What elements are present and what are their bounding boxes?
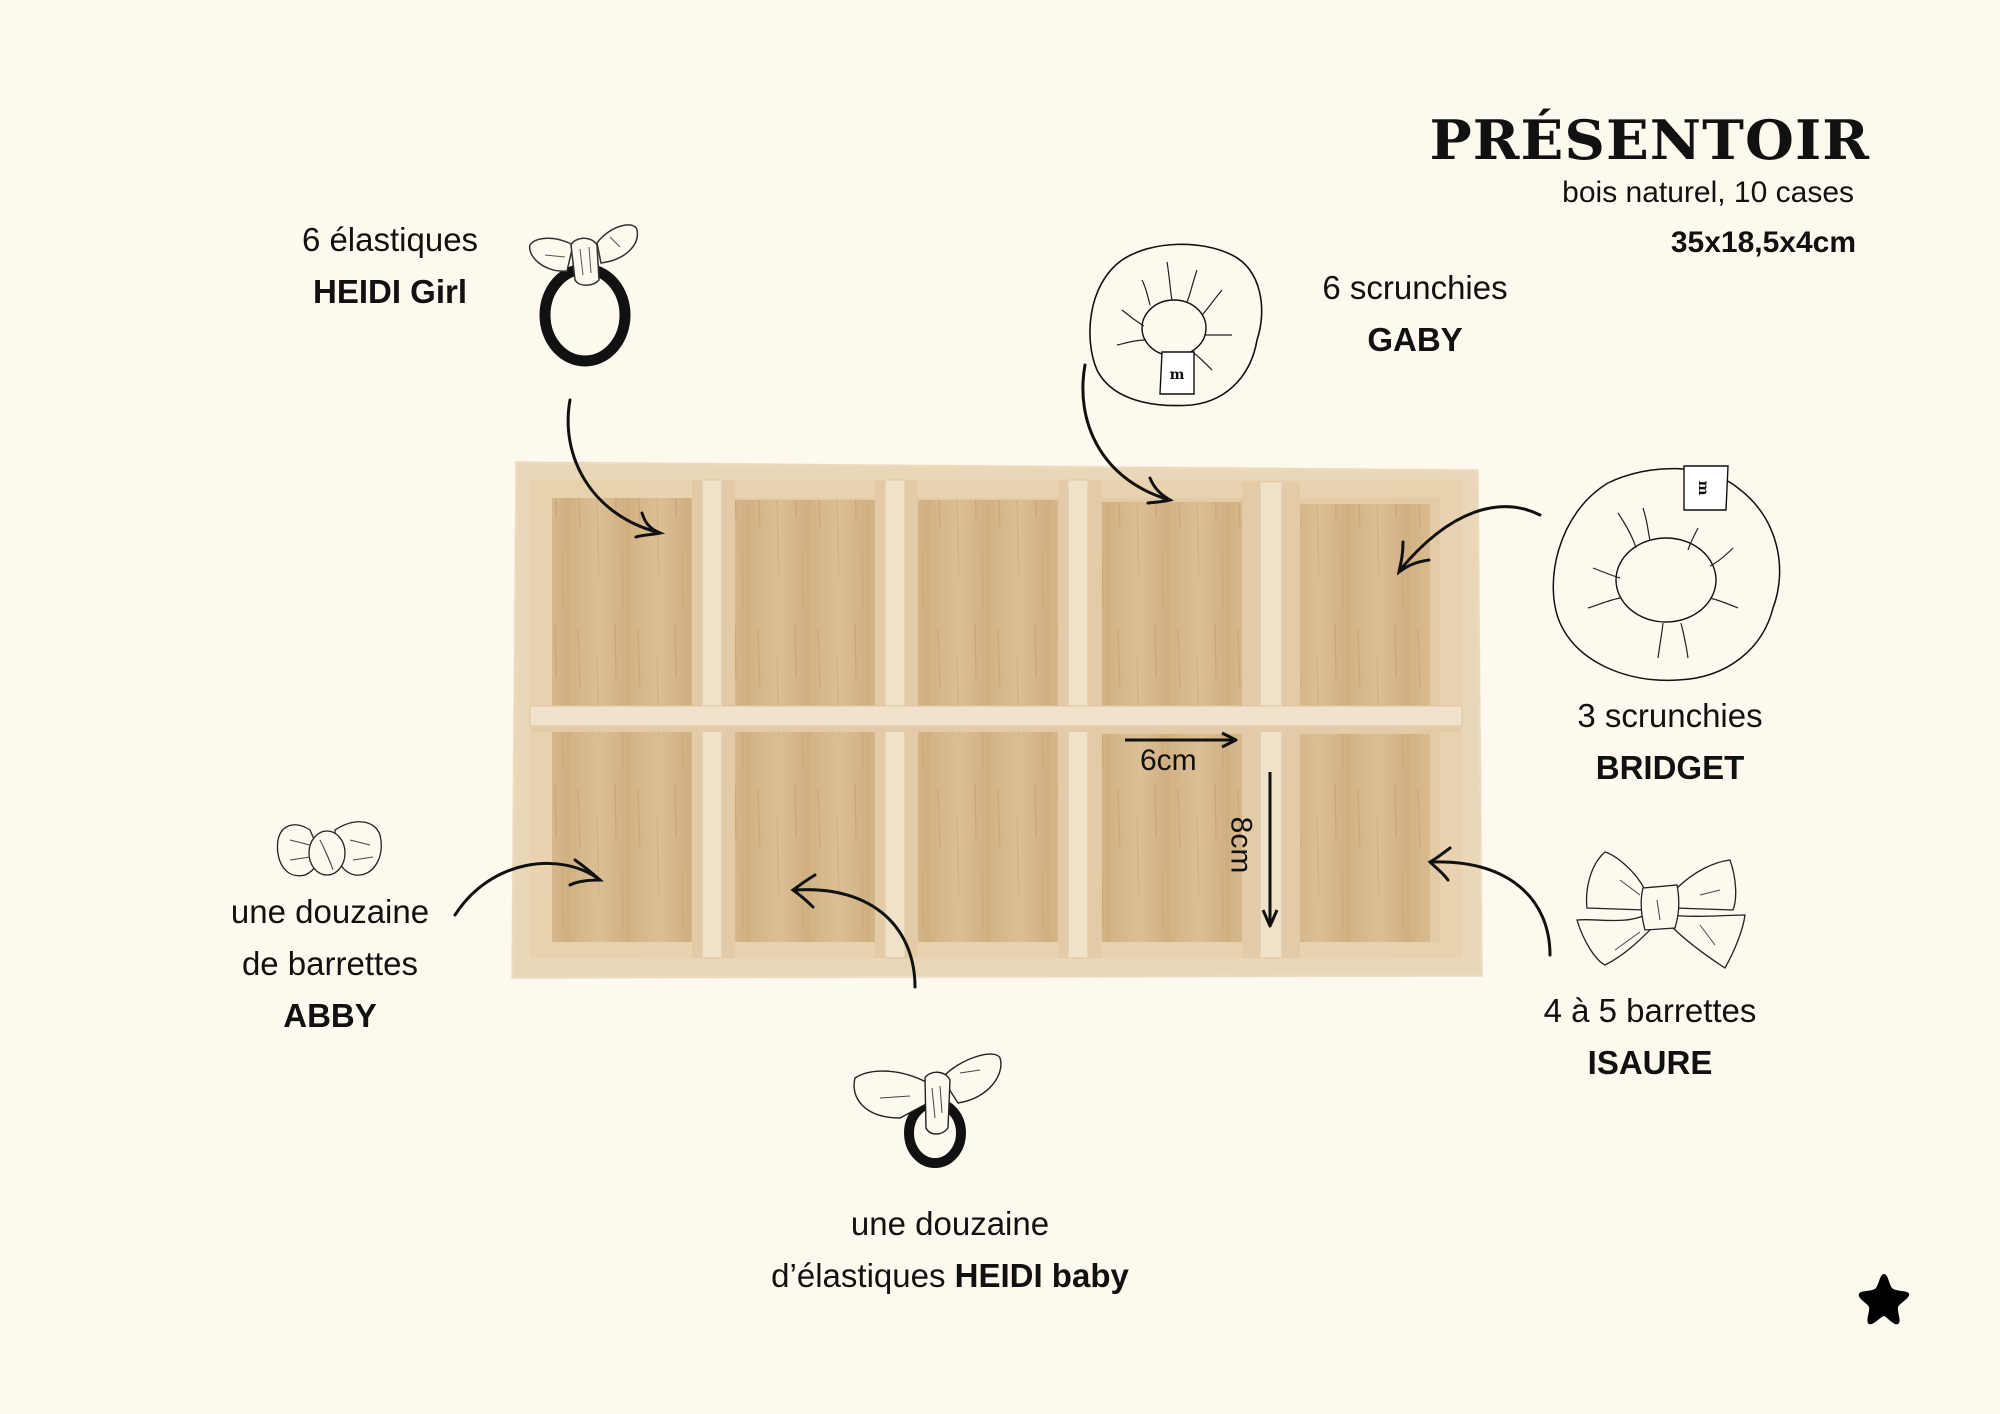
tray-cells: [552, 498, 1430, 942]
arrow-to-top-cell-4: [1081, 363, 1174, 505]
item-heidi-girl: 6 élastiques HEIDI Girl: [280, 214, 500, 318]
item-heidi-baby: une douzaine d’élastiques HEIDI baby: [740, 1198, 1160, 1302]
brand-tag: m: [1170, 367, 1185, 383]
page-title: PRÉSENTOIR: [1429, 108, 1871, 172]
item-name: GABY: [1367, 321, 1463, 358]
item-abby: une douzaine de barrettes ABBY: [215, 886, 445, 1042]
arrow-to-bottom-cell-2: [790, 873, 917, 989]
height-dimension-arrow: [1261, 772, 1279, 928]
item-quantity: 3 scrunchies: [1577, 697, 1763, 734]
item-name: HEIDI Girl: [312, 273, 468, 310]
knotted-hair-tie-icon: [853, 1053, 1002, 1168]
star-icon: [1858, 1274, 1910, 1325]
knotted-hair-tie-icon: [528, 224, 639, 367]
small-bow-icon: [276, 821, 382, 877]
item-name: BRIDGET: [1595, 749, 1745, 786]
item-quantity-line2: d’élastiques: [771, 1257, 946, 1294]
item-name: ISAURE: [1587, 1044, 1713, 1081]
large-bow-icon: [1576, 851, 1746, 969]
cell-height-label: 8cm: [1224, 816, 1258, 874]
product-dimensions: 35x18,5x4cm: [1670, 226, 1856, 259]
item-gaby: 6 scrunchies GABY: [1300, 262, 1530, 366]
wooden-display-tray: [510, 460, 1484, 980]
item-bridget: 3 scrunchies BRIDGET: [1555, 690, 1785, 794]
item-quantity: 6 scrunchies: [1322, 269, 1508, 306]
item-quantity: 4 à 5 barrettes: [1543, 992, 1757, 1029]
item-quantity: 6 élastiques: [301, 221, 479, 258]
arrow-to-top-cell-1: [566, 398, 666, 539]
arrow-to-top-cell-5: [1396, 505, 1542, 576]
item-isaure: 4 à 5 barrettes ISAURE: [1530, 985, 1770, 1089]
scrunchie-icon: m: [1089, 243, 1263, 407]
product-subtitle: bois naturel, 10 cases: [1562, 176, 1854, 209]
svg-text:m: m: [1695, 481, 1711, 496]
item-quantity-line1: une douzaine: [230, 893, 430, 930]
item-quantity-line2: de barrettes: [241, 945, 419, 982]
arrow-to-bottom-cell-1: [453, 858, 604, 917]
cell-width-label: 6cm: [1140, 744, 1197, 777]
item-name: ABBY: [283, 997, 377, 1034]
width-dimension-arrow: [1125, 731, 1238, 749]
item-quantity-line1: une douzaine: [850, 1205, 1050, 1242]
scrunchie-icon: m: [1552, 465, 1781, 682]
arrow-to-bottom-cell-5: [1427, 846, 1552, 957]
item-name: HEIDI baby: [954, 1257, 1129, 1294]
